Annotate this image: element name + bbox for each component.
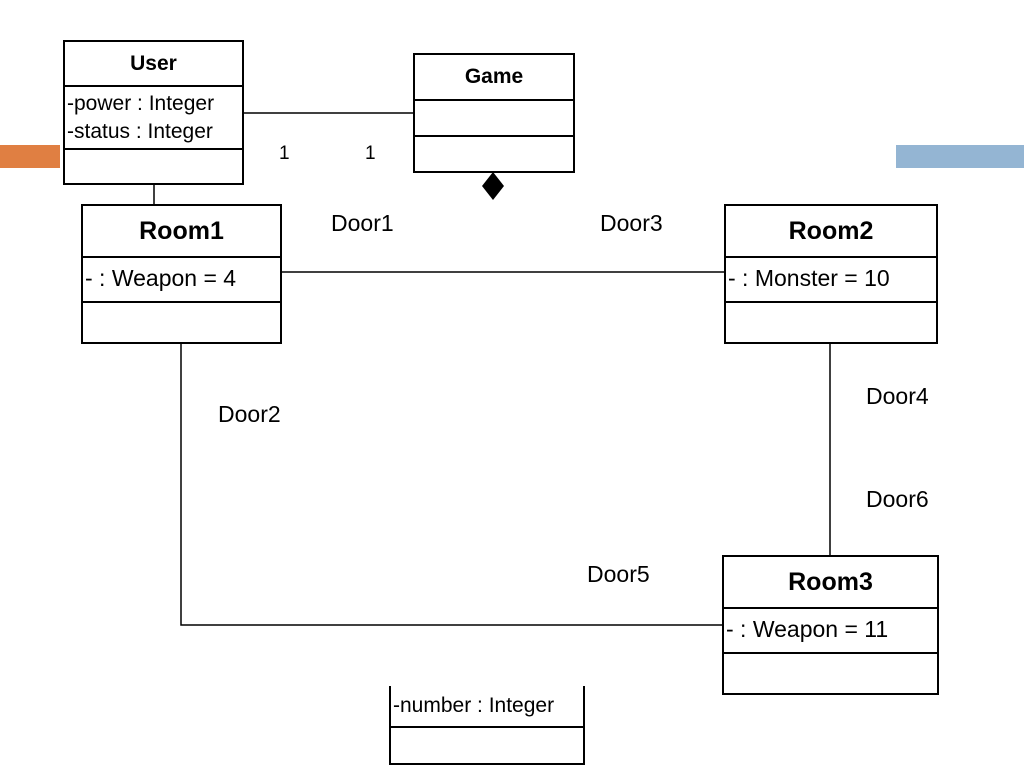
room2-class[interactable]: Room2 - : Monster = 10 [724,204,938,344]
room3-attributes: - : Weapon = 11 [724,607,937,652]
multiplicity-game: 1 [365,143,376,164]
door2-label: Door2 [218,401,281,427]
partial-attributes: -number : Integer [391,686,583,726]
room3-attr-weapon: - : Weapon = 11 [726,616,889,642]
user-attr-status: -status : Integer [67,120,213,143]
room3-class[interactable]: Room3 - : Weapon = 11 [722,555,939,695]
door4-label: Door4 [866,383,929,409]
partial-operations [391,726,583,763]
door5-label: Door5 [587,561,650,587]
right-accent-bar [896,145,1024,168]
room1-class[interactable]: Room1 - : Weapon = 4 [81,204,282,344]
room2-attributes: - : Monster = 10 [726,256,936,301]
room3-class-name: Room3 [788,568,873,596]
room2-operations [726,301,936,342]
game-attributes [415,99,573,135]
user-operations [65,148,242,183]
multiplicity-user: 1 [279,143,290,164]
user-attr-power: -power : Integer [67,92,215,115]
room2-class-name: Room2 [788,217,874,245]
room1-attributes: - : Weapon = 4 [83,256,280,301]
game-class[interactable]: Game [413,53,575,173]
door1-label: Door1 [331,210,394,236]
game-composition-diamond [482,172,504,200]
room2-attr-monster: - : Monster = 10 [728,265,890,291]
room1-operations [83,301,280,342]
user-class-name: User [130,52,177,75]
game-operations [415,135,573,171]
door3-label: Door3 [600,210,663,236]
room1-attr-weapon: - : Weapon = 4 [85,265,237,291]
user-class[interactable]: User -power : Integer -status : Integer [63,40,244,185]
room1-room3-link [180,343,723,626]
partial-attr-number: -number : Integer [393,694,555,717]
room1-class-name: Room1 [139,217,224,245]
left-accent-bar [0,145,60,168]
game-class-name: Game [464,65,524,88]
partial-class[interactable]: -number : Integer [389,686,585,765]
door6-label: Door6 [866,486,929,512]
room3-operations [724,652,937,693]
user-attributes: -power : Integer -status : Integer [65,85,242,148]
